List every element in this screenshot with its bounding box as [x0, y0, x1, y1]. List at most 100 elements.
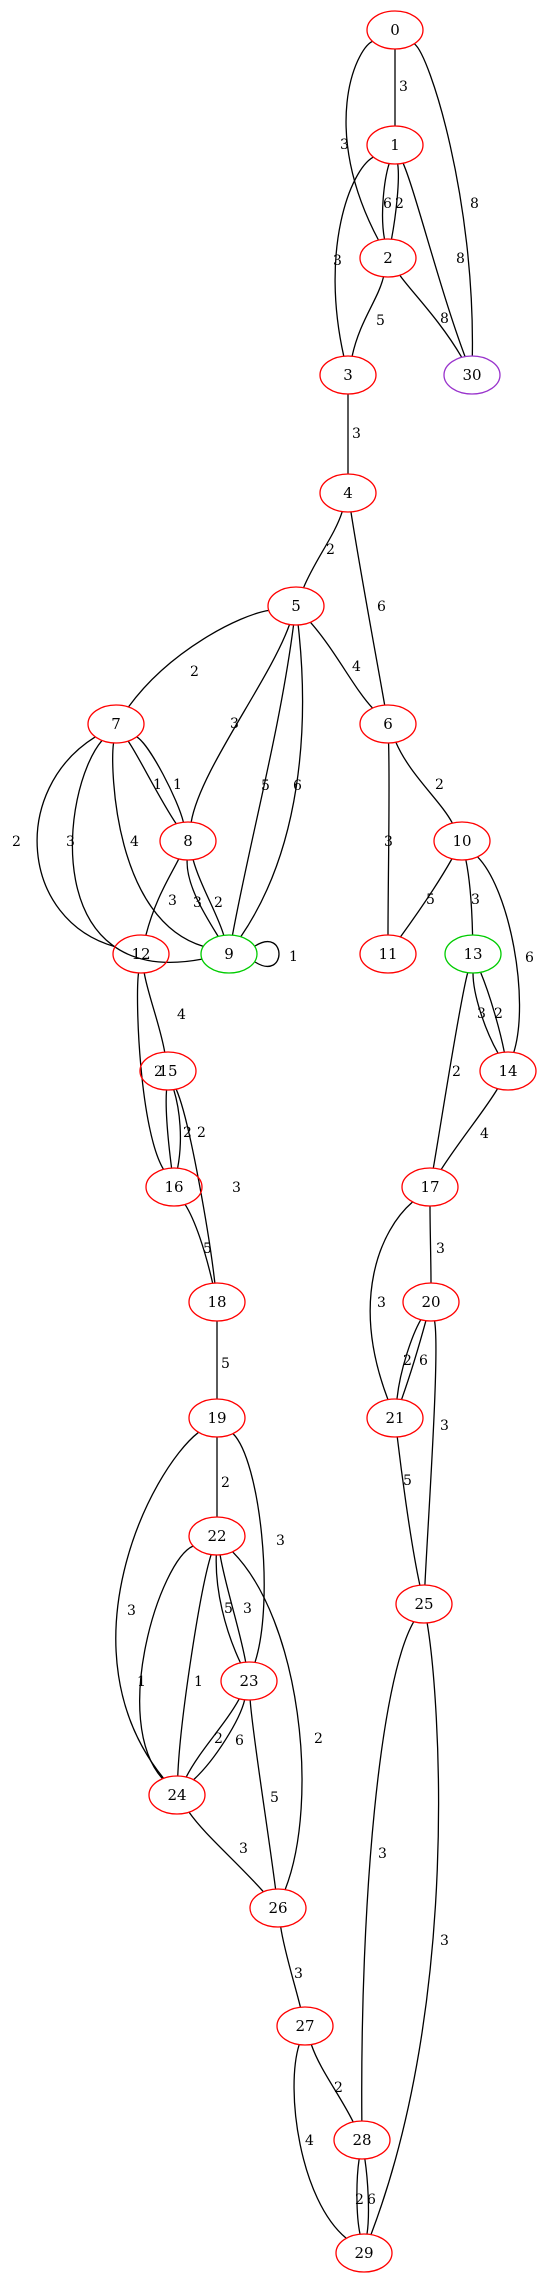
- edge-1-3: 3: [333, 156, 374, 357]
- node-21: 21: [366, 1398, 424, 1438]
- node-16: 16: [145, 1167, 203, 1207]
- edge-7-8: 1: [136, 736, 185, 823]
- edge-line: [395, 741, 453, 824]
- edge-5-8: 3: [190, 624, 291, 823]
- edge-27-28: 2: [310, 2044, 354, 2123]
- edge-line: [139, 1545, 194, 1780]
- edge-weight-label: 2: [214, 1731, 223, 1747]
- edge-weight-label: 3: [243, 1601, 252, 1617]
- edge-weight-label: 3: [168, 893, 177, 909]
- node-ellipse: [87, 704, 145, 744]
- edge-7-9: 4: [112, 742, 204, 947]
- node-label: 3: [343, 366, 353, 384]
- edge-weight-label: 3: [127, 1603, 136, 1619]
- node-ellipse: [433, 821, 491, 861]
- edge-weight-label: 3: [384, 834, 393, 850]
- node-label: 14: [498, 1062, 517, 1080]
- edge-4-6: 6: [350, 511, 386, 706]
- node-ellipse: [319, 355, 377, 395]
- node-27: 27: [276, 2006, 334, 2046]
- node-9: 9: [200, 934, 258, 974]
- edge-line: [477, 856, 521, 1053]
- edge-15-16: 2: [165, 1089, 192, 1169]
- edge-line: [381, 163, 390, 240]
- edge-weight-label: 3: [352, 426, 361, 442]
- edge-line: [399, 274, 463, 358]
- edge-12-15: 4: [143, 972, 186, 1053]
- edge-weight-label: 6: [235, 1733, 244, 1749]
- node-ellipse: [359, 238, 417, 278]
- edge-weight-label: 6: [525, 950, 534, 966]
- node-8: 8: [159, 821, 217, 861]
- edge-8-12: 3: [145, 858, 180, 936]
- edge-weight-label: 3: [471, 892, 480, 908]
- edge-weight-label: 8: [440, 311, 449, 327]
- node-6: 6: [359, 704, 417, 744]
- node-18: 18: [188, 1282, 246, 1322]
- edge-line: [369, 1201, 414, 1400]
- edge-line: [472, 972, 499, 1054]
- edge-22-23: 5: [215, 1554, 242, 1664]
- edge-weight-label: 2: [452, 1064, 461, 1080]
- node-ellipse: [220, 1661, 278, 1701]
- edge-weight-label: 2: [197, 1125, 206, 1141]
- node-label: 2: [383, 249, 393, 267]
- node-ellipse: [333, 2120, 391, 2160]
- edge-0-2: 3: [340, 40, 380, 241]
- edge-20-25: 3: [424, 1320, 449, 1586]
- node-4: 4: [319, 473, 377, 513]
- node-ellipse: [139, 1051, 197, 1091]
- edge-7-8: 1: [127, 740, 177, 825]
- edge-21-25: 5: [396, 1436, 421, 1586]
- edge-line: [190, 624, 291, 823]
- node-3: 3: [319, 355, 377, 395]
- node-label: 24: [167, 1786, 186, 1804]
- edge-line: [293, 2044, 347, 2239]
- node-10: 10: [433, 821, 491, 861]
- edge-line: [254, 940, 280, 968]
- edge-line: [390, 163, 400, 240]
- edge-13-17: 2: [432, 972, 469, 1169]
- node-label: 5: [291, 597, 301, 615]
- node-label: 9: [224, 945, 234, 963]
- edge-weight-label: 3: [377, 1295, 386, 1311]
- node-label: 4: [343, 484, 353, 502]
- edge-line: [184, 1204, 214, 1284]
- edge-weight-label: 2: [183, 1125, 192, 1141]
- edge-20-21: 2: [396, 1319, 422, 1400]
- edge-weight-label: 6: [383, 196, 392, 212]
- edge-weight-label: 5: [221, 1356, 230, 1372]
- node-label: 21: [385, 1409, 404, 1427]
- edge-line: [215, 1554, 242, 1664]
- edge-weight-label: 3: [294, 1966, 303, 1982]
- node-ellipse: [200, 934, 258, 974]
- node-ellipse: [276, 2006, 334, 2046]
- edge-line: [387, 742, 390, 936]
- edge-weight-label: 8: [456, 251, 465, 267]
- node-ellipse: [359, 934, 417, 974]
- node-label: 1: [390, 136, 400, 154]
- node-label: 20: [421, 1293, 440, 1311]
- node-label: 17: [420, 1178, 439, 1196]
- node-13: 13: [444, 934, 502, 974]
- node-label: 26: [268, 1899, 287, 1917]
- edge-0-30: 8: [413, 43, 479, 357]
- edge-3-4: 3: [347, 394, 361, 474]
- edge-line: [465, 859, 474, 936]
- edge-7-9: 3: [66, 740, 203, 963]
- node-label: 29: [354, 2244, 373, 2262]
- edge-weight-label: 1: [137, 1674, 146, 1690]
- edge-weight-label: 4: [352, 659, 361, 675]
- edge-weight-label: 3: [440, 1933, 449, 1949]
- edge-weight-label: 3: [239, 1841, 248, 1857]
- node-label: 16: [164, 1178, 183, 1196]
- edge-line: [361, 1621, 415, 2122]
- edge-weight-label: 3: [436, 1241, 445, 1257]
- edge-line: [186, 859, 219, 937]
- node-label: 0: [390, 21, 400, 39]
- edge-weight-label: 2: [154, 1064, 163, 1080]
- edge-line: [231, 624, 295, 936]
- node-label: 28: [352, 2131, 371, 2149]
